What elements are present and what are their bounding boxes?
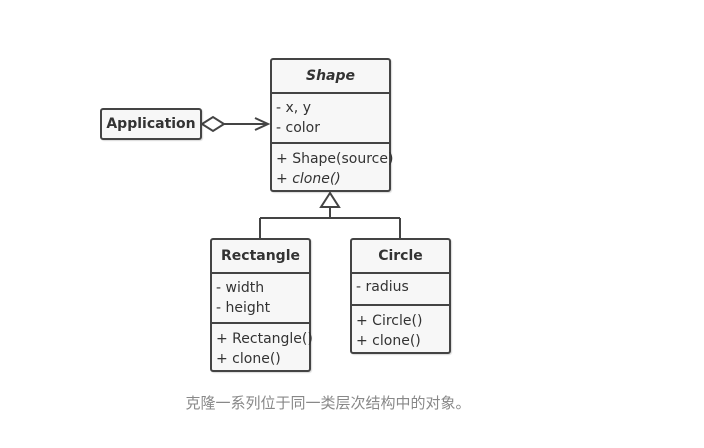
shape-method: + clone() (276, 169, 385, 189)
shape-method: + Shape(source) (276, 149, 393, 169)
rectangle-methods: + Rectangle() + clone() (212, 322, 313, 373)
shape-methods: + Shape(source) + clone() (272, 142, 393, 193)
rectangle-title: Rectangle (221, 248, 300, 264)
method-name: Shape(source) (292, 151, 394, 167)
rectangle-field: - height (216, 300, 271, 316)
application-title: Application (106, 116, 196, 132)
aggregation-diamond (200, 115, 226, 133)
rectangle-class: Rectangle - width - height + Rectangle()… (210, 238, 313, 373)
inheritance-triangle (319, 191, 341, 208)
circle-fields: - radius (352, 272, 449, 304)
shape-field: - x, y (276, 100, 311, 116)
rectangle-field: - width (216, 280, 265, 296)
application-class: Application (100, 108, 202, 140)
method-prefix: + (276, 171, 293, 187)
circle-field: - radius (356, 279, 409, 295)
diagram-caption: 克隆一系列位于同一类层次结构中的对象。 (185, 394, 471, 412)
circle-methods: + Circle() + clone() (352, 304, 449, 355)
circle-class: Circle - radius + Circle() + clone() (350, 238, 451, 354)
shape-field: - color (276, 120, 320, 136)
rectangle-fields: - width - height (212, 272, 309, 322)
association-arrowhead (254, 117, 271, 131)
shape-class: Shape - x, y - color + Shape(source) + c… (270, 58, 393, 193)
shape-title: Shape (305, 68, 355, 84)
circle-method: + clone() (356, 333, 421, 349)
rectangle-method: + clone() (216, 351, 281, 367)
method-name-abstract: clone() (292, 171, 341, 187)
circle-title: Circle (378, 248, 423, 264)
rectangle-method: + Rectangle() (216, 331, 313, 347)
circle-method: + Circle() (356, 313, 423, 329)
method-prefix: + (276, 151, 293, 167)
shape-fields: - x, y - color (272, 92, 389, 142)
